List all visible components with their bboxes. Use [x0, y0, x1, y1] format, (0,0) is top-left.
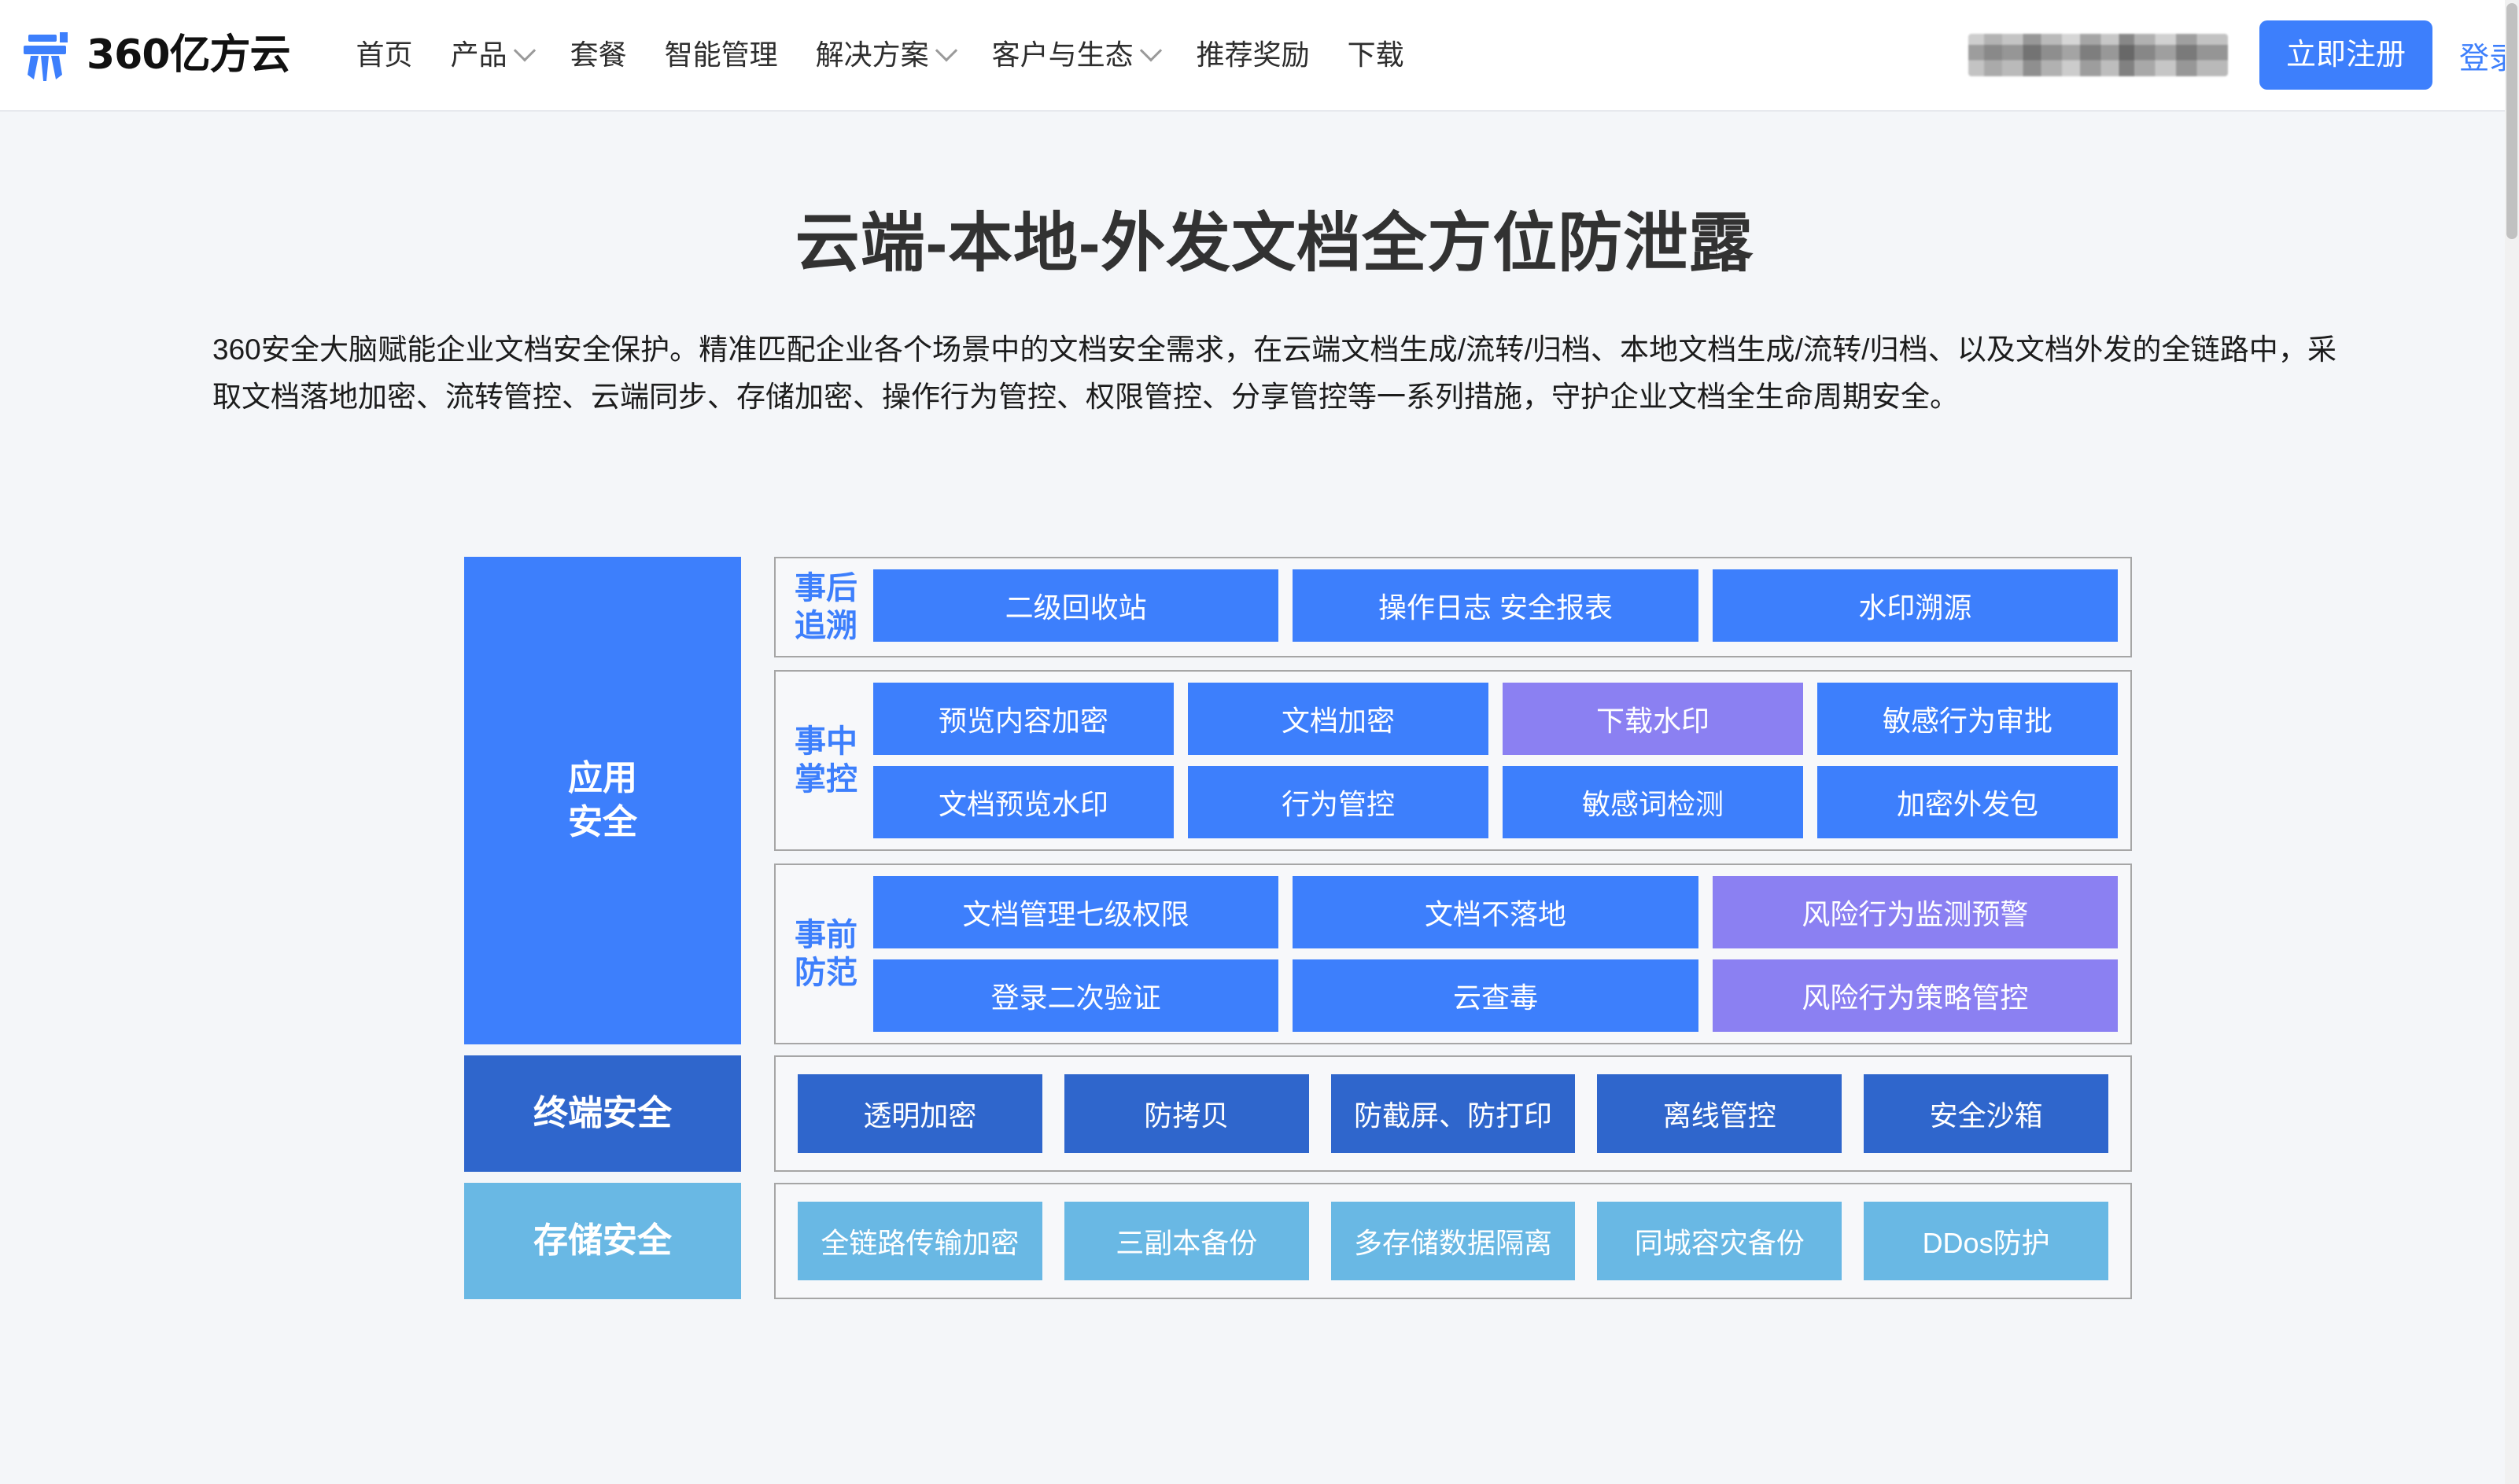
- chevron-down-icon: [513, 39, 536, 62]
- nav-label: 客户与生态: [991, 39, 1134, 71]
- group-tiles: 文档管理七级权限 文档不落地 风险行为监测预警 登录二次验证 云查毒 风险行为策…: [873, 876, 2118, 1032]
- register-button[interactable]: 立即注册: [2259, 20, 2432, 90]
- group-label: 事中掌控: [795, 724, 857, 797]
- tile-row: 二级回收站 操作日志 安全报表 水印溯源: [873, 569, 2118, 642]
- tile-no-local-landing[interactable]: 文档不落地: [1293, 876, 1698, 948]
- page-description: 360安全大脑赋能企业文档安全保护。精准匹配企业各个场景中的文档安全需求，在云端…: [212, 333, 2336, 413]
- tile-security-sandbox[interactable]: 安全沙箱: [1864, 1074, 2108, 1153]
- nav-item-products[interactable]: 产品: [432, 0, 551, 111]
- tile-watermark-tracing[interactable]: 水印溯源: [1712, 569, 2118, 642]
- site-header: 360亿方云 首页 产品 套餐 智能管理 解决方案 客户与生态: [0, 0, 2519, 112]
- group-label: 事前防范: [795, 918, 857, 990]
- tile-row: 文档预览水印 行为管控 敏感词检测 加密外发包: [873, 766, 2118, 838]
- tile-recycle-bin[interactable]: 二级回收站: [873, 569, 1279, 642]
- layer-groups-endpoint-security: 透明加密 防拷贝 防截屏、防打印 离线管控 安全沙箱: [774, 1055, 2132, 1172]
- nav-label: 下载: [1347, 39, 1404, 71]
- group-storage-tiles: 全链路传输加密 三副本备份 多存储数据隔离 同城容灾备份 DDos防护: [774, 1183, 2132, 1299]
- group-pre-incident-prevention: 事前防范 文档管理七级权限 文档不落地 风险行为监测预警 登录二次验证 云查毒 …: [774, 864, 2132, 1044]
- nav-label: 首页: [356, 39, 413, 71]
- page-title: 云端-本地-外发文档全方位防泄露: [795, 208, 1754, 279]
- tile-document-preview-watermark[interactable]: 文档预览水印: [873, 766, 1174, 838]
- tile-multi-storage-data-isolation[interactable]: 多存储数据隔离: [1330, 1202, 1576, 1280]
- tile-download-watermark[interactable]: 下载水印: [1503, 683, 1803, 755]
- nav-label: 解决方案: [815, 39, 929, 71]
- diagram-layer-endpoint-security: 终端安全 透明加密 防拷贝 防截屏、防打印 离线管控 安全沙箱: [464, 1055, 2132, 1172]
- nav-label: 推荐奖励: [1196, 39, 1310, 71]
- tile-risk-behavior-policy-control[interactable]: 风险行为策略管控: [1712, 959, 2118, 1032]
- layer-label-storage-security: 存储安全: [464, 1183, 741, 1299]
- tile-sensitive-behavior-approval[interactable]: 敏感行为审批: [1817, 683, 2118, 755]
- tile-encrypted-outbound-package[interactable]: 加密外发包: [1817, 766, 2118, 838]
- group-in-incident-control: 事中掌控 预览内容加密 文档加密 下载水印 敏感行为审批 文档预览水印 行为管控: [774, 670, 2132, 851]
- tile-triple-replica-backup[interactable]: 三副本备份: [1064, 1202, 1309, 1280]
- diagram-layer-app-security: 应用安全 事后追溯 二级回收站 操作日志 安全报表 水印溯源: [464, 557, 2132, 1044]
- layer-label-text: 应用安全: [568, 758, 637, 841]
- tile-login-two-factor[interactable]: 登录二次验证: [873, 959, 1279, 1032]
- main-navigation: 首页 产品 套餐 智能管理 解决方案 客户与生态 推荐奖励: [337, 0, 1423, 111]
- header-actions: 立即注册 登录: [1968, 20, 2519, 90]
- masked-contact-info: [1968, 34, 2228, 76]
- tile-sensitive-word-detection[interactable]: 敏感词检测: [1503, 766, 1803, 838]
- layer-groups-app-security: 事后追溯 二级回收站 操作日志 安全报表 水印溯源 事中掌控: [774, 557, 2132, 1044]
- security-architecture-diagram: 应用安全 事后追溯 二级回收站 操作日志 安全报表 水印溯源: [464, 557, 2132, 1310]
- layer-label-endpoint-security: 终端安全: [464, 1055, 741, 1172]
- nav-label: 产品: [450, 39, 507, 71]
- tile-transparent-encryption[interactable]: 透明加密: [798, 1074, 1042, 1153]
- nav-item-solutions[interactable]: 解决方案: [797, 0, 973, 111]
- nav-label: 智能管理: [664, 39, 778, 71]
- chevron-down-icon: [935, 39, 957, 62]
- nav-item-referral-rewards[interactable]: 推荐奖励: [1178, 0, 1329, 111]
- group-tiles: 预览内容加密 文档加密 下载水印 敏感行为审批 文档预览水印 行为管控 敏感词检…: [873, 683, 2118, 838]
- layer-label-app-security: 应用安全: [464, 557, 741, 1044]
- tile-row: 文档管理七级权限 文档不落地 风险行为监测预警: [873, 876, 2118, 948]
- tile-cloud-antivirus[interactable]: 云查毒: [1293, 959, 1698, 1032]
- group-tiles: 二级回收站 操作日志 安全报表 水印溯源: [873, 569, 2118, 645]
- logo-text: 360亿方云: [87, 31, 291, 79]
- diagram-layer-storage-security: 存储安全 全链路传输加密 三副本备份 多存储数据隔离 同城容灾备份 DDos防护: [464, 1183, 2132, 1299]
- group-label: 事后追溯: [795, 571, 857, 643]
- tile-anti-screenshot-print[interactable]: 防截屏、防打印: [1330, 1074, 1576, 1153]
- tile-anti-copy[interactable]: 防拷贝: [1064, 1074, 1309, 1153]
- group-post-incident-tracing: 事后追溯 二级回收站 操作日志 安全报表 水印溯源: [774, 557, 2132, 657]
- yifangyun-logo-icon: [24, 32, 68, 81]
- nav-item-customers-ecosystem[interactable]: 客户与生态: [973, 0, 1178, 111]
- nav-item-home[interactable]: 首页: [337, 0, 432, 111]
- tile-full-link-transport-encryption[interactable]: 全链路传输加密: [798, 1202, 1042, 1280]
- page-scrollbar[interactable]: [2505, 0, 2519, 1484]
- scrollbar-thumb[interactable]: [2506, 3, 2517, 239]
- tile-behavior-control[interactable]: 行为管控: [1188, 766, 1488, 838]
- tile-offline-control[interactable]: 离线管控: [1597, 1074, 1842, 1153]
- tile-preview-content-encryption[interactable]: 预览内容加密: [873, 683, 1174, 755]
- tile-seven-level-permissions[interactable]: 文档管理七级权限: [873, 876, 1279, 948]
- nav-label: 套餐: [570, 39, 627, 71]
- layer-groups-storage-security: 全链路传输加密 三副本备份 多存储数据隔离 同城容灾备份 DDos防护: [774, 1183, 2132, 1299]
- nav-item-packages[interactable]: 套餐: [551, 0, 646, 111]
- tile-same-city-disaster-backup[interactable]: 同城容灾备份: [1597, 1202, 1842, 1280]
- page-content: 云端-本地-外发文档全方位防泄露 360安全大脑赋能企业文档安全保护。精准匹配企…: [30, 112, 2519, 1484]
- tile-row: 预览内容加密 文档加密 下载水印 敏感行为审批: [873, 683, 2118, 755]
- group-endpoint-tiles: 透明加密 防拷贝 防截屏、防打印 离线管控 安全沙箱: [774, 1055, 2132, 1172]
- tile-operation-log-security-report[interactable]: 操作日志 安全报表: [1293, 569, 1698, 642]
- tile-document-encryption[interactable]: 文档加密: [1188, 683, 1488, 755]
- tile-row: 登录二次验证 云查毒 风险行为策略管控: [873, 959, 2118, 1032]
- nav-item-smart-management[interactable]: 智能管理: [646, 0, 797, 111]
- tile-risk-behavior-monitoring-alert[interactable]: 风险行为监测预警: [1712, 876, 2118, 948]
- chevron-down-icon: [1139, 39, 1162, 62]
- site-logo[interactable]: 360亿方云: [17, 26, 291, 84]
- tile-ddos-protection[interactable]: DDos防护: [1864, 1202, 2108, 1280]
- nav-item-download[interactable]: 下载: [1329, 0, 1423, 111]
